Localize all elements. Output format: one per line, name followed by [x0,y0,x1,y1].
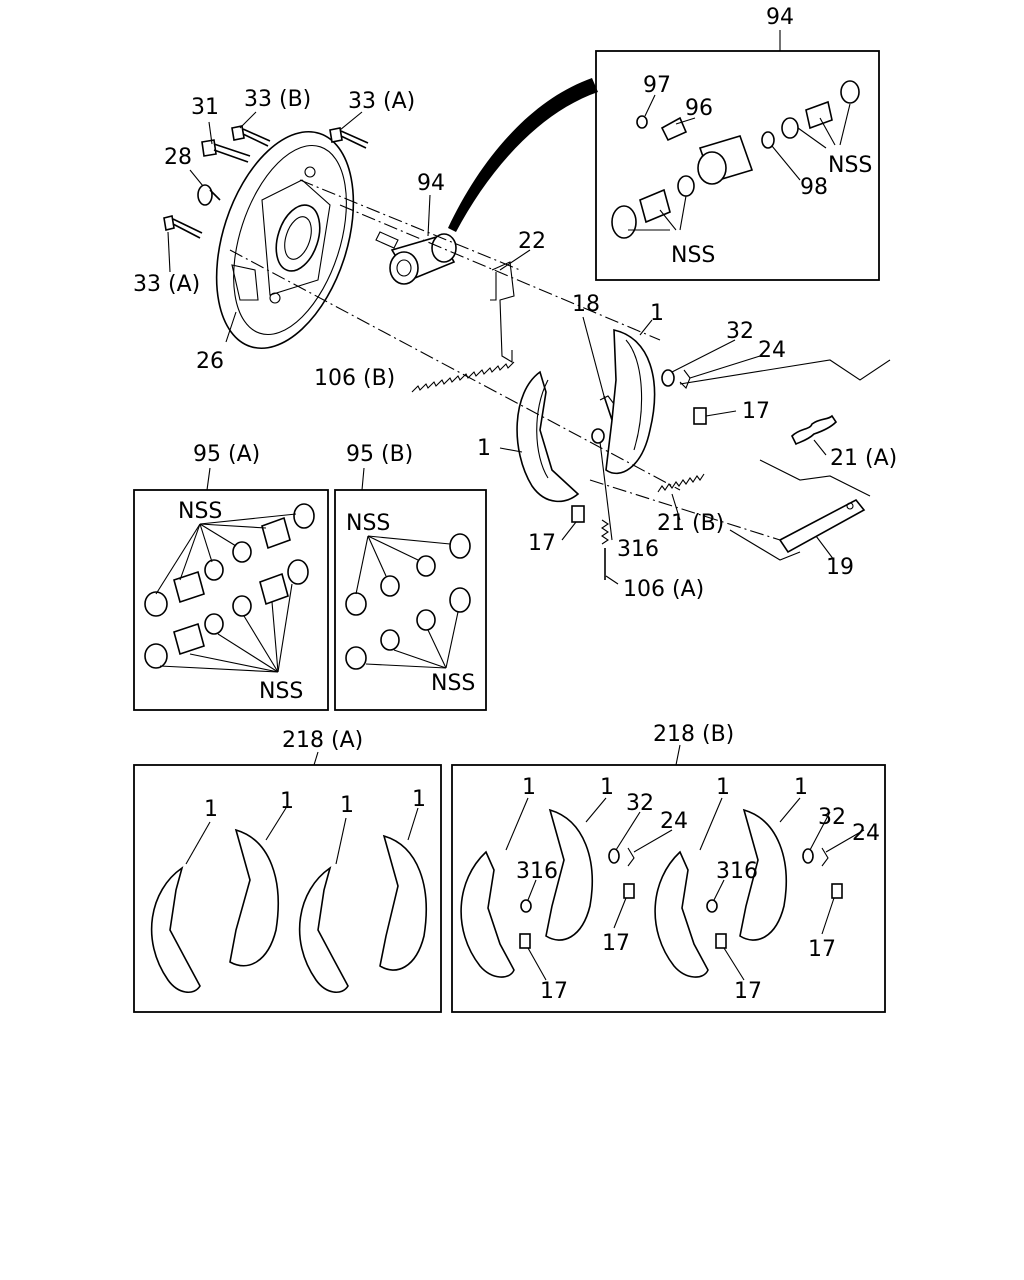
bolt-33a-top [329,127,369,149]
label-1-b: 1 [477,436,491,461]
label-94-top: 94 [766,5,794,30]
label-218a: 218 (A) [282,728,363,753]
bolt-33a-left [163,215,203,239]
kit-218b-shoes [460,797,865,981]
label-218b-17-1: 17 [602,931,630,956]
label-218b-17-4: 17 [734,979,762,1004]
spring-21a [791,414,838,446]
label-218b: 218 (B) [653,722,734,747]
label-17-b: 17 [528,531,556,556]
holder-17-front [693,407,707,425]
shoe-rear [516,370,580,503]
kit-95a-parts [144,503,315,673]
label-22: 22 [518,229,546,254]
label-218b-32-1: 32 [626,791,654,816]
label-218b-shoe-1: 1 [522,775,536,800]
label-33a-top: 33 (A) [348,89,415,114]
clip-24 [679,369,691,389]
label-31: 31 [191,95,219,120]
kit-218a-box [133,764,442,1013]
holder-17-rear [571,505,585,523]
label-19: 19 [826,555,854,580]
washer-28 [197,184,221,206]
hold-down-pin-18 [599,395,615,421]
label-33b: 33 (B) [244,87,311,112]
label-218a-shoe-2: 1 [280,789,294,814]
label-nss-95a-bot: NSS [259,679,303,704]
label-28: 28 [164,145,192,170]
strut-19 [778,498,866,554]
label-218b-shoe-3: 1 [716,775,730,800]
label-98: 98 [800,175,828,200]
label-218b-316-2: 316 [716,859,758,884]
label-218a-shoe-4: 1 [412,787,426,812]
label-1-a: 1 [650,301,664,326]
label-218b-32-2: 32 [818,805,846,830]
label-21b: 21 (B) [657,511,724,536]
kit-218b-box [451,764,886,1013]
label-95b: 95 (B) [346,442,413,467]
label-96: 96 [685,96,713,121]
label-nss-95a-top: NSS [178,499,222,524]
label-nss-95b-bot: NSS [431,671,475,696]
kit-95b-parts [345,533,471,670]
label-33a-left: 33 (A) [133,272,200,297]
label-218a-shoe-3: 1 [340,793,354,818]
kit-218a-shoes [150,807,427,993]
bolt-33b [231,125,271,147]
backing-plate [215,130,355,350]
spring-21b [657,473,705,493]
kit-title-leaders [206,30,781,766]
spring-106a [601,519,609,580]
label-106a: 106 (A) [623,577,704,602]
spring-106b [411,361,515,393]
label-nss-95b-top: NSS [346,511,390,536]
label-218b-17-3: 17 [808,937,836,962]
label-218b-shoe-4: 1 [794,775,808,800]
label-218b-24-2: 24 [852,821,880,846]
label-218b-24-1: 24 [660,809,688,834]
label-26: 26 [196,349,224,374]
label-95a: 95 (A) [193,442,260,467]
label-21a: 21 (A) [830,446,897,471]
label-97: 97 [643,73,671,98]
label-106b: 106 (B) [314,366,395,391]
washer-32 [661,369,675,387]
label-218b-17-2: 17 [540,979,568,1004]
wheel-cylinder [375,231,457,285]
label-218a-shoe-1: 1 [204,797,218,822]
main-leaders [167,111,835,585]
adjuster-lever [490,261,515,363]
label-24: 24 [758,338,786,363]
bolt-31 [201,139,251,163]
label-94: 94 [417,171,445,196]
label-316: 316 [617,537,659,562]
shoe-front [605,328,656,475]
kit-94-parts [611,80,860,239]
label-218b-316-1: 316 [516,859,558,884]
detail-arrow [448,78,598,232]
kit-95a-box [133,489,329,711]
label-nss-94b: NSS [671,243,715,268]
label-32: 32 [726,319,754,344]
label-nss-94a: NSS [828,153,872,178]
ring-316 [591,428,605,444]
label-18: 18 [572,292,600,317]
kit-94-box [595,50,880,281]
center-lines [229,179,891,561]
label-218b-shoe-2: 1 [600,775,614,800]
label-17-a: 17 [742,399,770,424]
kit-95b-box [334,489,487,711]
